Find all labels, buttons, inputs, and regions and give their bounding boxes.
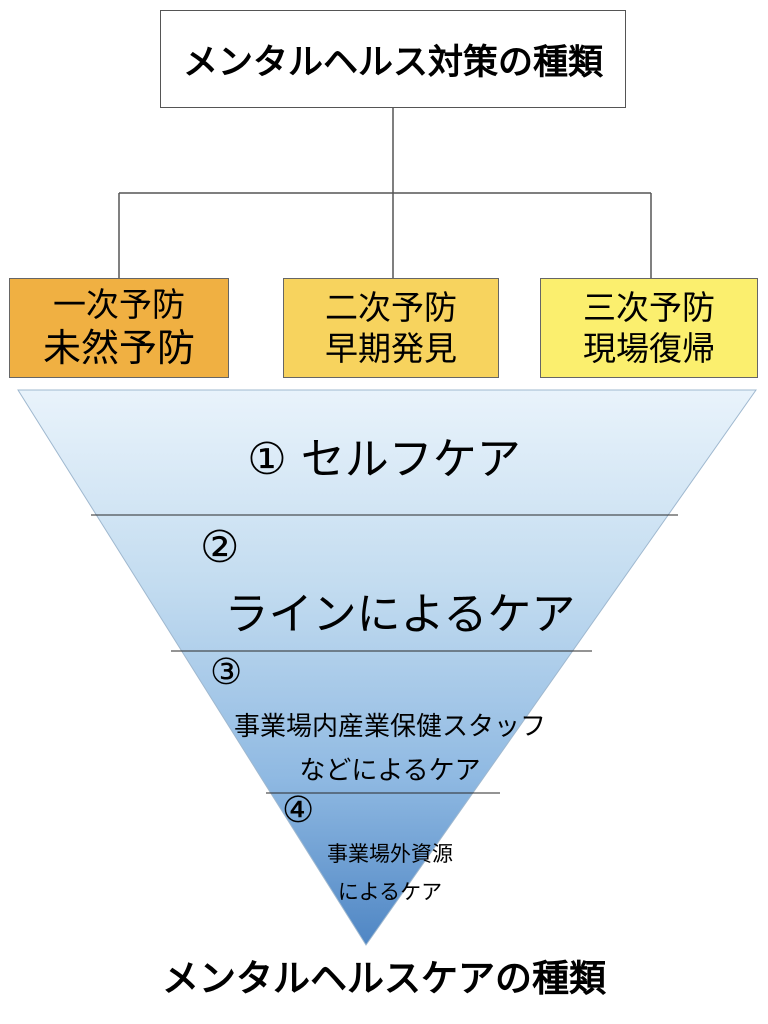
care-level-3-label-line2: などによるケア [299, 756, 481, 786]
secondary-prevention-title: 二次予防 [325, 287, 457, 327]
connector-lines [118, 108, 652, 278]
care-level-4-label-line2: によるケア [337, 880, 443, 904]
funnel-caption: メンタルヘルスケアの種類 [162, 957, 606, 1000]
tertiary-prevention-box: 三次予防 現場復帰 [540, 278, 758, 378]
care-level-3-label-line1: 事業場内産業保健スタッフ [233, 712, 546, 742]
care-level-4-label-line1: 事業場外資源 [327, 842, 453, 866]
diagram-title-box: メンタルヘルス対策の種類 [160, 10, 626, 108]
tertiary-prevention-title: 三次予防 [583, 287, 715, 327]
diagram-title: メンタルヘルス対策の種類 [182, 42, 603, 83]
care-level-3-number: ③ [210, 652, 243, 693]
primary-prevention-box: 一次予防 未然予防 [9, 278, 229, 378]
funnel-shape [17, 389, 757, 946]
care-level-1-label: ① セルフケア [247, 434, 521, 485]
care-level-4-number: ④ [282, 790, 315, 831]
primary-prevention-title: 一次予防 [53, 284, 185, 324]
tertiary-prevention-subtitle: 現場復帰 [583, 329, 715, 368]
care-level-2-number: ② [200, 522, 240, 573]
care-level-2-label: ラインによるケア [224, 589, 576, 640]
secondary-prevention-subtitle: 早期発見 [325, 329, 457, 368]
secondary-prevention-box: 二次予防 早期発見 [283, 278, 499, 378]
primary-prevention-subtitle: 未然予防 [42, 325, 195, 370]
